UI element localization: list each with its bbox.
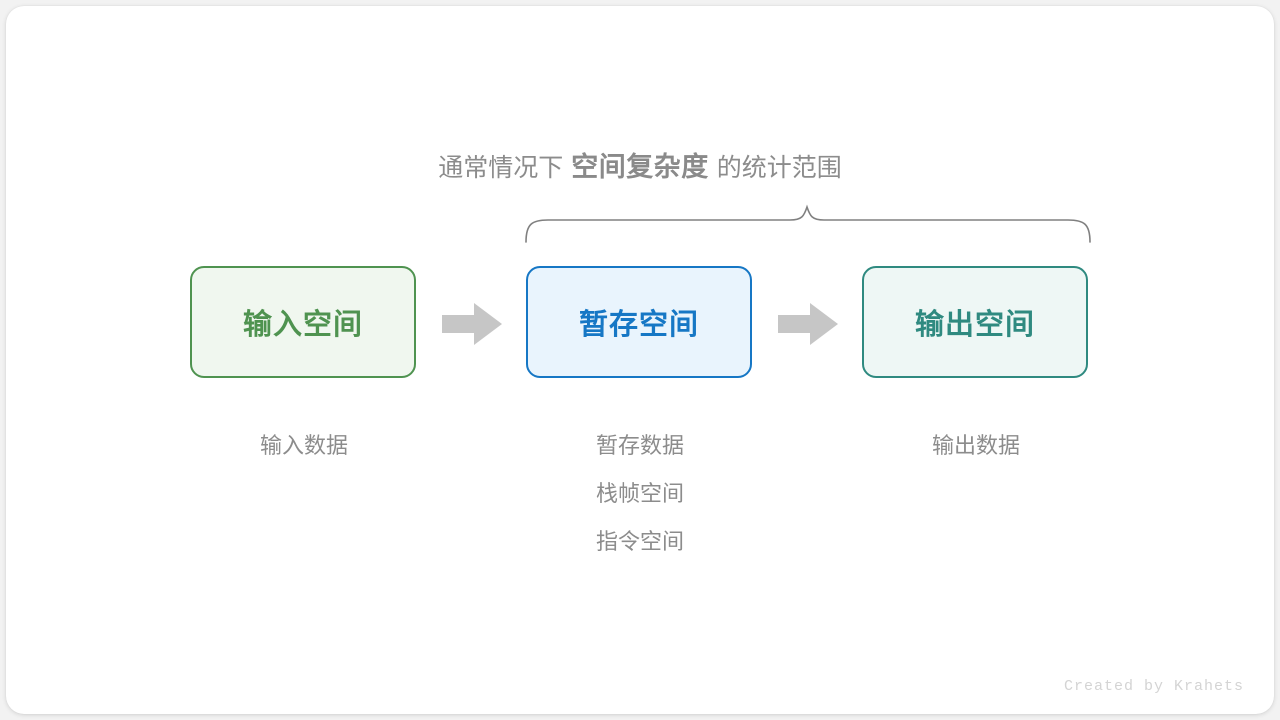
caption-line: 栈帧空间 [595, 481, 684, 506]
page-title: 通常情况下空间复杂度的统计范围 [0, 148, 1280, 187]
node-input-space[interactable]: 输入空间 [190, 266, 416, 378]
node-output-space[interactable]: 输出空间 [862, 266, 1088, 378]
caption-output-space: 输出数据 [826, 422, 1126, 470]
caption-line: 输出数据 [931, 433, 1020, 458]
caption-input-space: 输入数据 [154, 422, 454, 470]
node-output-space-label: 输出空间 [914, 309, 1035, 341]
caption-line: 暂存数据 [595, 433, 684, 458]
caption-line: 指令空间 [595, 529, 684, 554]
title-suffix: 的统计范围 [716, 154, 842, 182]
credit-text: Created by Krahets [1063, 678, 1244, 695]
title-prefix: 通常情况下 [438, 154, 564, 182]
caption-line: 输入数据 [259, 433, 348, 458]
scope-brace [510, 198, 1110, 250]
node-input-space-label: 输入空间 [242, 309, 363, 341]
arrow-right-icon [776, 300, 840, 348]
arrow-right-icon [440, 300, 504, 348]
node-temp-space[interactable]: 暂存空间 [526, 266, 752, 378]
node-temp-space-label: 暂存空间 [578, 309, 699, 341]
title-emphasis: 空间复杂度 [571, 152, 709, 182]
caption-temp-space: 暂存数据 栈帧空间 指令空间 [490, 422, 790, 566]
